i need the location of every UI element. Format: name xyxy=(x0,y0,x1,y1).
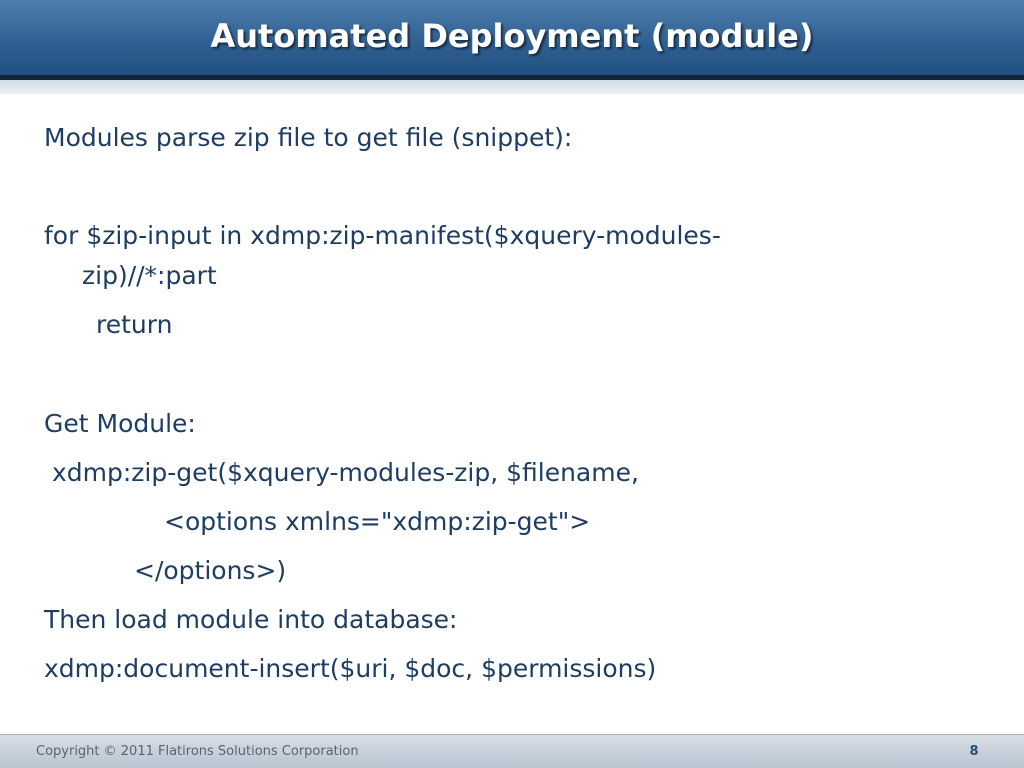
copyright-text: Copyright © 2011 Flatirons Solutions Cor… xyxy=(36,744,359,759)
text-line: xdmp:zip-get($xquery-modules-zip, $filen… xyxy=(52,458,639,487)
text-line: Modules parse zip file to get file (snip… xyxy=(44,123,573,152)
text-line: Then load module into database: xyxy=(44,605,458,634)
text-line: zip)//*:part xyxy=(82,261,217,290)
text-line: for $zip-input in xdmp:zip-manifest($xqu… xyxy=(44,221,721,250)
text-line: Get Module: xyxy=(44,409,196,438)
slide-content: Modules parse zip file to get file (snip… xyxy=(0,94,1024,734)
slide-title: Automated Deployment (module) xyxy=(210,17,814,55)
footer-bar: Copyright © 2011 Flatirons Solutions Cor… xyxy=(0,734,1024,768)
title-underline xyxy=(0,80,1024,94)
text-line: return xyxy=(96,310,173,339)
page-number: 8 xyxy=(969,744,979,759)
title-bar: Automated Deployment (module) xyxy=(0,0,1024,80)
text-line: xdmp:document-insert($uri, $doc, $permis… xyxy=(44,654,657,683)
text-line: </options>) xyxy=(134,556,287,585)
text-line: <options xmlns="xdmp:zip-get"> xyxy=(164,507,591,536)
